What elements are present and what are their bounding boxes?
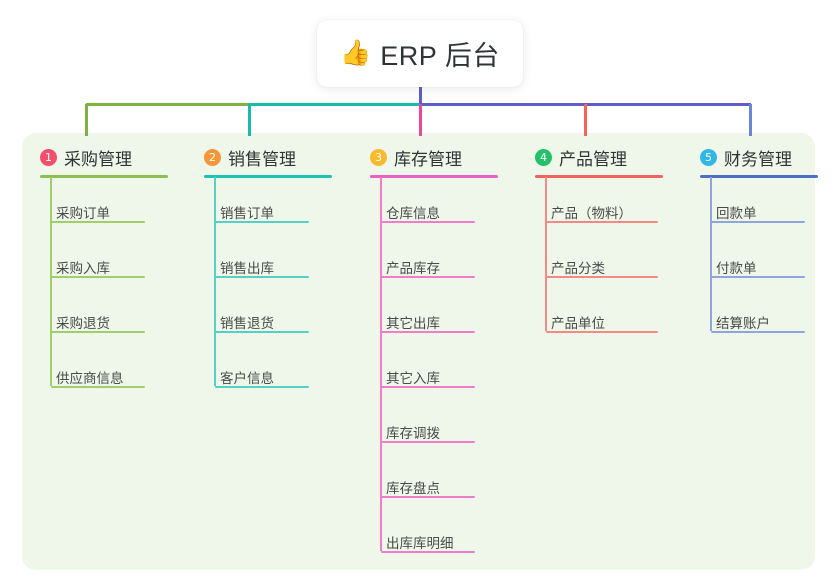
column-title-2: 销售管理 (228, 150, 296, 169)
leaf-underline (215, 221, 309, 223)
leaf-underline (381, 331, 475, 333)
leaf-label[interactable]: 其它入库 (386, 371, 440, 386)
leaf-underline (215, 386, 309, 388)
leaf-label[interactable]: 采购退货 (56, 316, 110, 331)
column-rule-3 (370, 175, 498, 178)
leaf-underline (51, 331, 145, 333)
column-badge-1: 1 (40, 149, 57, 166)
column-rule-5 (700, 175, 818, 178)
leaf-label[interactable]: 其它出库 (386, 316, 440, 331)
column-header-5[interactable]: 5 财务管理 (700, 145, 792, 170)
leaf-underline (711, 276, 805, 278)
leaf-underline (51, 276, 145, 278)
page-title: ERP 后台 (380, 41, 500, 71)
leaf-label[interactable]: 结算账户 (716, 316, 770, 331)
leaf-label[interactable]: 产品单位 (551, 316, 605, 331)
column-spine-1 (50, 177, 52, 386)
column-badge-4: 4 (535, 149, 552, 166)
column-rule-2 (204, 175, 332, 178)
column-title-5: 财务管理 (724, 150, 792, 169)
leaf-underline (711, 331, 805, 333)
leaf-underline (381, 441, 475, 443)
column-spine-2 (214, 177, 216, 386)
leaf-label[interactable]: 出库库明细 (386, 536, 454, 551)
leaf-underline (381, 276, 475, 278)
column-header-4[interactable]: 4 产品管理 (535, 145, 627, 170)
leaf-underline (381, 221, 475, 223)
leaf-underline (381, 496, 475, 498)
column-title-1: 采购管理 (64, 150, 132, 169)
thumbs-up-icon: 👍 (340, 39, 372, 67)
leaf-label[interactable]: 回款单 (716, 206, 757, 221)
leaf-underline (215, 276, 309, 278)
leaf-underline (51, 386, 145, 388)
leaf-label[interactable]: 产品库存 (386, 261, 440, 276)
column-spine-4 (545, 177, 547, 331)
leaf-label[interactable]: 库存盘点 (386, 481, 440, 496)
column-spine-5 (710, 177, 712, 331)
column-badge-5: 5 (700, 149, 717, 166)
leaf-label[interactable]: 销售订单 (220, 206, 274, 221)
column-header-3[interactable]: 3 库存管理 (370, 145, 462, 170)
column-header-2[interactable]: 2 销售管理 (204, 145, 296, 170)
root-node[interactable]: 👍 ERP 后台 (317, 20, 523, 87)
leaf-underline (546, 331, 658, 333)
leaf-label[interactable]: 库存调拨 (386, 426, 440, 441)
column-badge-2: 2 (204, 149, 221, 166)
column-header-1[interactable]: 1 采购管理 (40, 145, 132, 170)
column-rule-4 (535, 175, 663, 178)
leaf-label[interactable]: 销售退货 (220, 316, 274, 331)
columns-container: 1 采购管理 采购订单采购入库采购退货供应商信息 2 销售管理 销售订单销售出库… (22, 133, 818, 570)
leaf-label[interactable]: 客户信息 (220, 371, 274, 386)
leaf-label[interactable]: 采购入库 (56, 261, 110, 276)
leaf-underline (546, 276, 658, 278)
leaf-underline (381, 386, 475, 388)
leaf-underline (381, 551, 475, 553)
leaf-label[interactable]: 供应商信息 (56, 371, 124, 386)
column-rule-1 (40, 175, 168, 178)
leaf-underline (546, 221, 658, 223)
column-spine-3 (380, 177, 382, 551)
leaf-label[interactable]: 产品（物料） (551, 206, 632, 221)
column-badge-3: 3 (370, 149, 387, 166)
leaf-label[interactable]: 仓库信息 (386, 206, 440, 221)
leaf-label[interactable]: 产品分类 (551, 261, 605, 276)
column-title-3: 库存管理 (394, 150, 462, 169)
leaf-label[interactable]: 付款单 (716, 261, 757, 276)
leaf-label[interactable]: 销售出库 (220, 261, 274, 276)
leaf-underline (51, 221, 145, 223)
leaf-underline (215, 331, 309, 333)
leaf-label[interactable]: 采购订单 (56, 206, 110, 221)
leaf-underline (711, 221, 805, 223)
column-title-4: 产品管理 (559, 150, 627, 169)
